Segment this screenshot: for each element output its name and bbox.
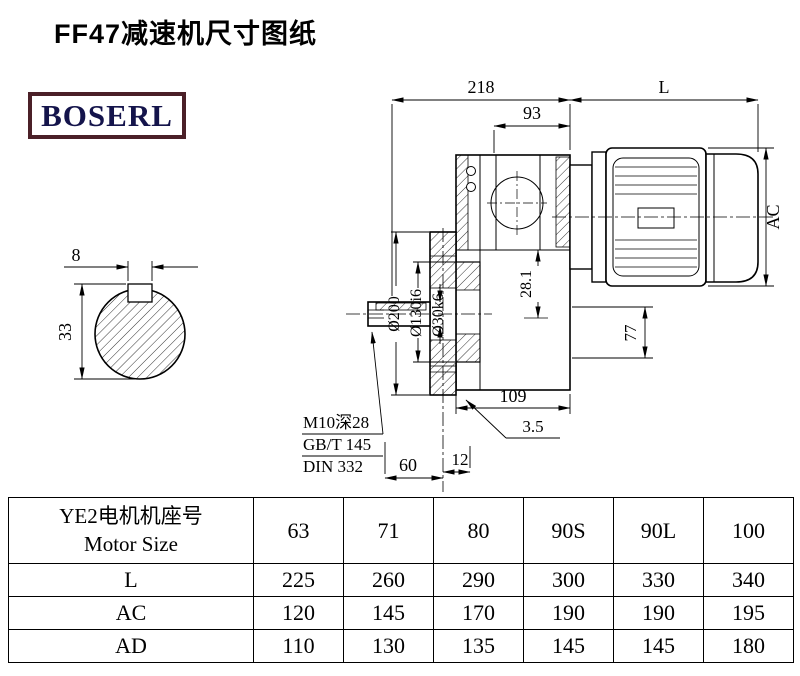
shaft-end-view: 8 33 <box>55 245 198 380</box>
technical-drawing: 8 33 <box>55 77 783 492</box>
size-90S-cell: 90S <box>523 497 614 564</box>
dim-109-label: 109 <box>500 386 527 406</box>
dim-218-label: 218 <box>468 77 495 97</box>
dim-12-label: 12 <box>452 450 469 469</box>
note-din-label: DIN 332 <box>303 457 363 476</box>
dim-60-label: 60 <box>399 455 417 475</box>
centerlines <box>346 216 774 492</box>
table-cell: 190 <box>523 596 614 630</box>
size-80-cell: 80 <box>433 497 524 564</box>
dim-d200-label: Ø200 <box>386 296 403 332</box>
table-cell: 290 <box>433 563 524 597</box>
table-cell: 120 <box>253 596 344 630</box>
table-header-row: YE2电机机座号 Motor Size 63 71 80 90S 90L 100 <box>8 497 794 564</box>
note-m10-label: M10深28 <box>303 413 369 432</box>
dim-AC-label: AC <box>763 204 783 229</box>
row-AD-label: AD <box>8 629 254 663</box>
dimensions: 218 L 93 AC Ø200 Ø130i6 <box>384 77 783 481</box>
shaft-key <box>375 302 427 311</box>
bolt-head-icon <box>466 182 476 192</box>
table-cell: 145 <box>523 629 614 663</box>
gearbox-body <box>367 154 571 396</box>
table-cell: 180 <box>703 629 794 663</box>
motor-size-table: YE2电机机座号 Motor Size 63 71 80 90S 90L 100… <box>8 497 794 663</box>
table-cell: 110 <box>253 629 344 663</box>
table-cell: 260 <box>343 563 434 597</box>
header-cn-label: YE2电机机座号 <box>59 504 203 529</box>
motor-nameplate <box>637 207 675 229</box>
dim-8-label: 8 <box>72 245 81 265</box>
dim-d130-label: Ø130i6 <box>408 289 425 337</box>
table-cell: 135 <box>433 629 524 663</box>
dim-93-label: 93 <box>523 103 541 123</box>
note-gbt-label: GB/T 145 <box>303 435 371 454</box>
dim-28-1-label: 28.1 <box>518 270 535 298</box>
table-row-L: L 225 260 290 300 330 340 <box>8 563 794 597</box>
table-cell: 190 <box>613 596 704 630</box>
motor <box>569 147 759 287</box>
size-71-cell: 71 <box>343 497 434 564</box>
dim-d30-label: Ø30k6 <box>430 293 447 337</box>
row-AC-label: AC <box>8 596 254 630</box>
table-cell: 170 <box>433 596 524 630</box>
row-L-label: L <box>8 563 254 597</box>
page-title: FF47减速机尺寸图纸 <box>54 19 318 49</box>
dim-77-label: 77 <box>621 324 640 342</box>
table-cell: 300 <box>523 563 614 597</box>
dim-L-label: L <box>659 77 670 97</box>
brand-logo: BOSERL <box>28 92 186 139</box>
table-cell: 195 <box>703 596 794 630</box>
keyway <box>127 283 153 303</box>
size-100-cell: 100 <box>703 497 794 564</box>
table-cell: 145 <box>613 629 704 663</box>
dim-33-label: 33 <box>55 323 75 341</box>
fan-cover <box>705 153 759 283</box>
bolt-head-icon <box>466 166 476 176</box>
table-cell: 130 <box>343 629 434 663</box>
table-row-AD: AD 110 130 135 145 145 180 <box>8 629 794 663</box>
header-en-label: Motor Size <box>84 531 178 556</box>
brand-logo-text: BOSERL <box>41 97 173 133</box>
table-row-AC: AC 120 145 170 190 190 195 <box>8 596 794 630</box>
thread-notes: M10深28 GB/T 145 DIN 332 <box>302 331 384 476</box>
header-motor-size-cell: YE2电机机座号 Motor Size <box>8 497 254 564</box>
size-90L-cell: 90L <box>613 497 704 564</box>
table-cell: 225 <box>253 563 344 597</box>
size-63-cell: 63 <box>253 497 344 564</box>
dim-3-5-label: 3.5 <box>522 417 543 436</box>
table-cell: 330 <box>613 563 704 597</box>
table-cell: 145 <box>343 596 434 630</box>
table-cell: 340 <box>703 563 794 597</box>
